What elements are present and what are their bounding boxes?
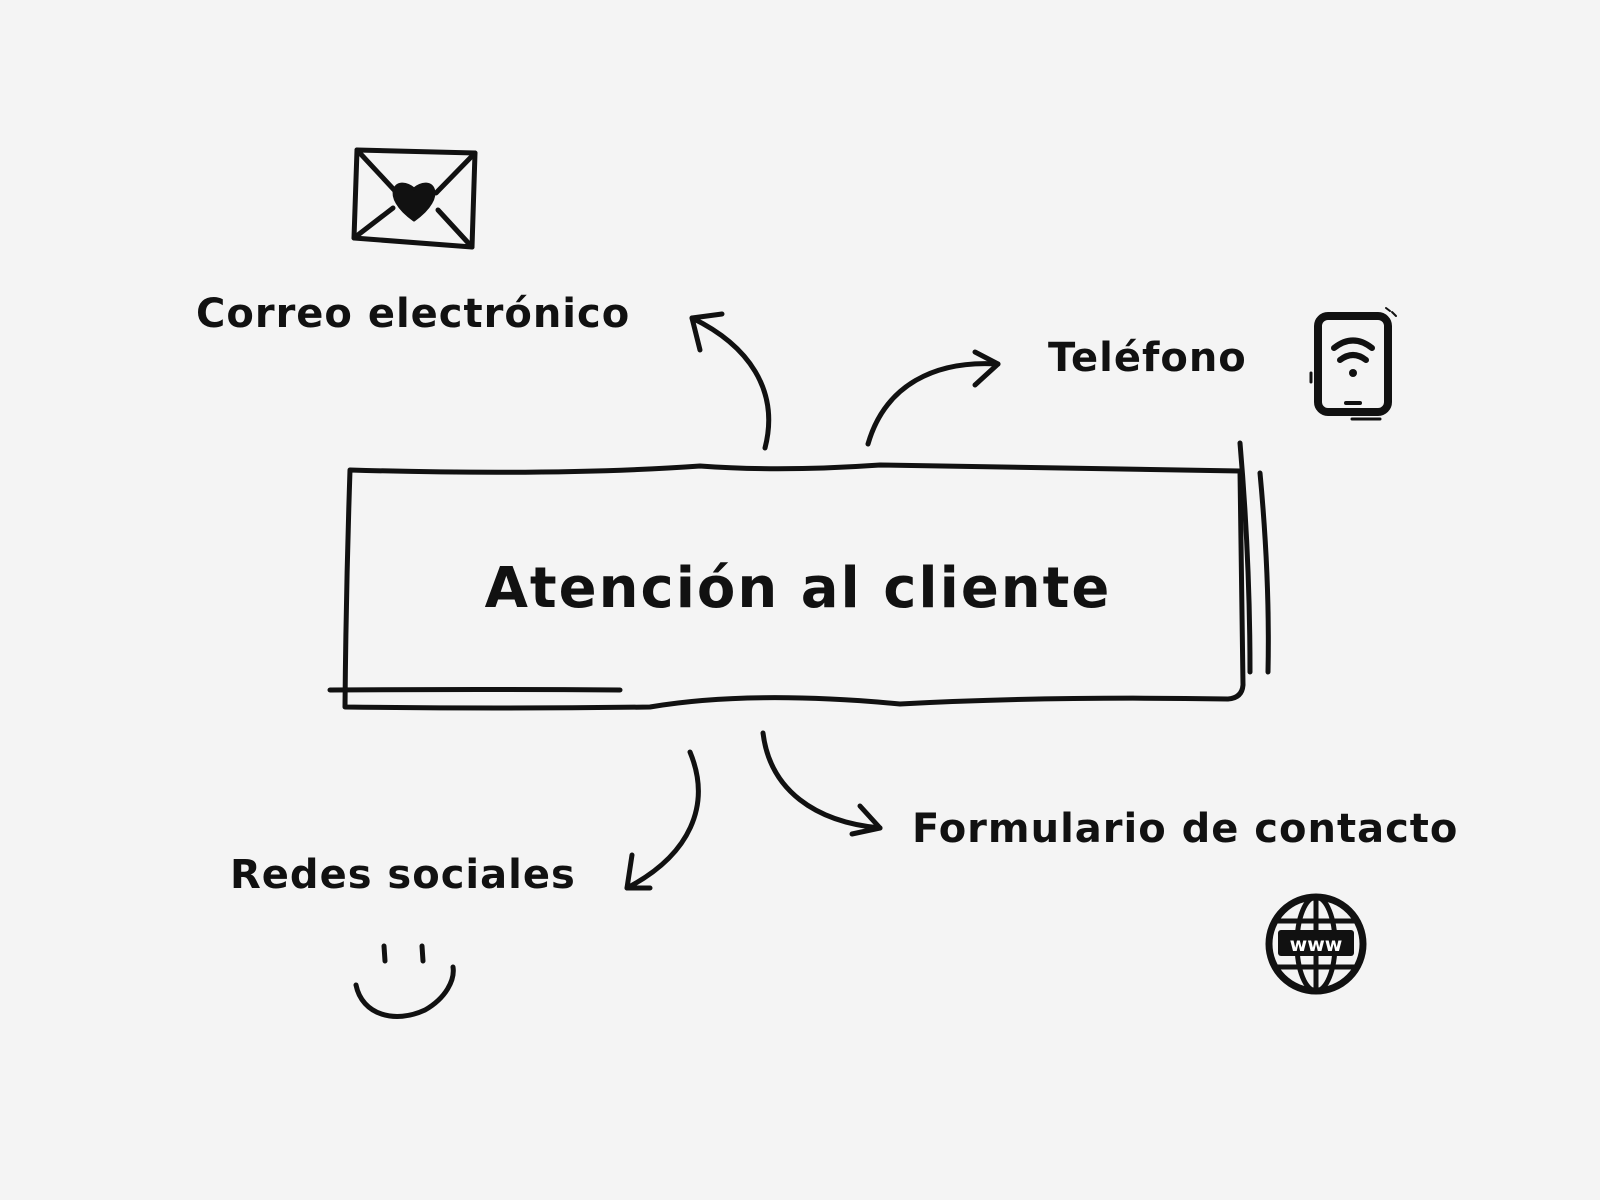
- arrow-to-form: [760, 730, 883, 837]
- globe-www-icon: www: [1265, 893, 1367, 995]
- phone-label: Teléfono: [1048, 335, 1247, 381]
- form-label: Formulario de contacto: [912, 806, 1459, 852]
- email-label: Correo electrónico: [196, 291, 631, 337]
- arrow-to-email: [689, 311, 772, 451]
- svg-text:www: www: [1290, 934, 1343, 956]
- social-label: Redes sociales: [230, 852, 576, 898]
- envelope-heart-icon: [351, 147, 478, 250]
- center-box: [327, 440, 1271, 711]
- arrow-to-social: [624, 749, 701, 891]
- phone-wifi-icon: [1309, 307, 1397, 421]
- smiley-icon: [353, 943, 456, 1019]
- arrow-to-phone: [865, 349, 1001, 447]
- center-label: Atención al cliente: [484, 556, 1112, 621]
